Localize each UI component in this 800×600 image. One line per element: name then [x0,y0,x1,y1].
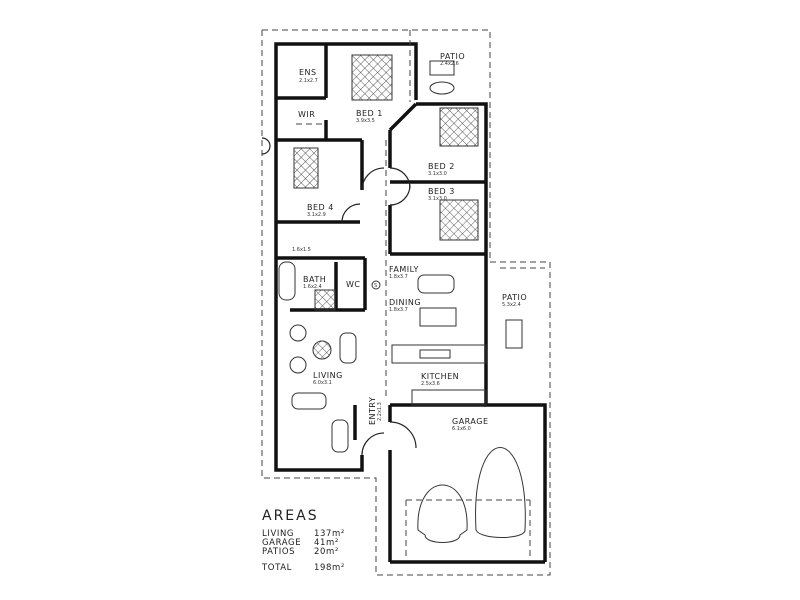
areas-row: GARAGE 41m² [262,539,345,548]
area-label: PATIOS [262,547,296,557]
patio-side-size: 5.3x2.4 [502,302,521,308]
area-label: GARAGE [262,538,302,548]
living-size: 6.0x3.1 [313,380,332,386]
area-value: 20m² [314,547,339,557]
wir-label: WIR [298,110,315,119]
ceiling-lines [296,30,545,560]
kitchen-size: 2.5x3.6 [421,381,440,387]
furniture [278,54,526,543]
bed4-size: 3.1x2.9 [307,212,326,218]
area-value: 137m² [314,529,345,539]
patio-top-label: PATIO [440,52,465,61]
bath-label: BATH [303,275,326,284]
dining-label: DINING [389,298,421,307]
areas-row: LIVING 137m² [262,530,345,539]
areas-title: AREAS [262,508,319,524]
entry-size: 2.2x1.3 [377,402,383,421]
areas-row: PATIOS 20m² [262,548,345,557]
laundry-size: 1.6x1.5 [292,247,311,253]
family-size: 1.8x3.7 [389,274,408,280]
bed1-size: 3.9x3.5 [356,118,375,124]
bed3-label: BED 3 [428,187,455,196]
garage-label: GARAGE [452,417,489,426]
room-labels: ENS 2.1x2.7 WIR BED 1 3.9x3.5 PATIO 2.4x… [292,52,527,432]
bed1-label: BED 1 [356,109,383,118]
family-label: FAMILY [389,265,419,274]
bed4-label: BED 4 [307,203,334,212]
dining-size: 1.8x3.7 [389,307,408,313]
garage-size: 6.1x6.0 [452,426,471,432]
site-boundary [261,29,551,576]
ens-size: 2.1x2.7 [299,78,318,84]
patio-top-size: 2.4x2.6 [440,61,459,67]
walls [274,42,547,564]
entry-label: ENTRY [368,397,377,425]
bath-size: 1.6x2.4 [303,284,322,290]
smoke-detector-icon [371,280,381,290]
doors [261,137,417,456]
bed3-size: 3.1x3.0 [428,196,447,202]
areas-total-row: TOTAL 198m² [262,564,345,573]
total-value: 198m² [314,563,345,573]
ens-label: ENS [299,68,317,77]
patio-side-label: PATIO [502,293,527,302]
smoke-detector-symbol: S [374,283,377,289]
wc-label: WC [346,280,361,289]
kitchen-label: KITCHEN [421,372,459,381]
bed2-size: 3.1x3.0 [428,171,447,177]
area-label: LIVING [262,529,295,539]
area-value: 41m² [314,538,339,548]
total-label: TOTAL [262,563,292,573]
bed2-label: BED 2 [428,162,455,171]
living-label: LIVING [313,371,343,380]
